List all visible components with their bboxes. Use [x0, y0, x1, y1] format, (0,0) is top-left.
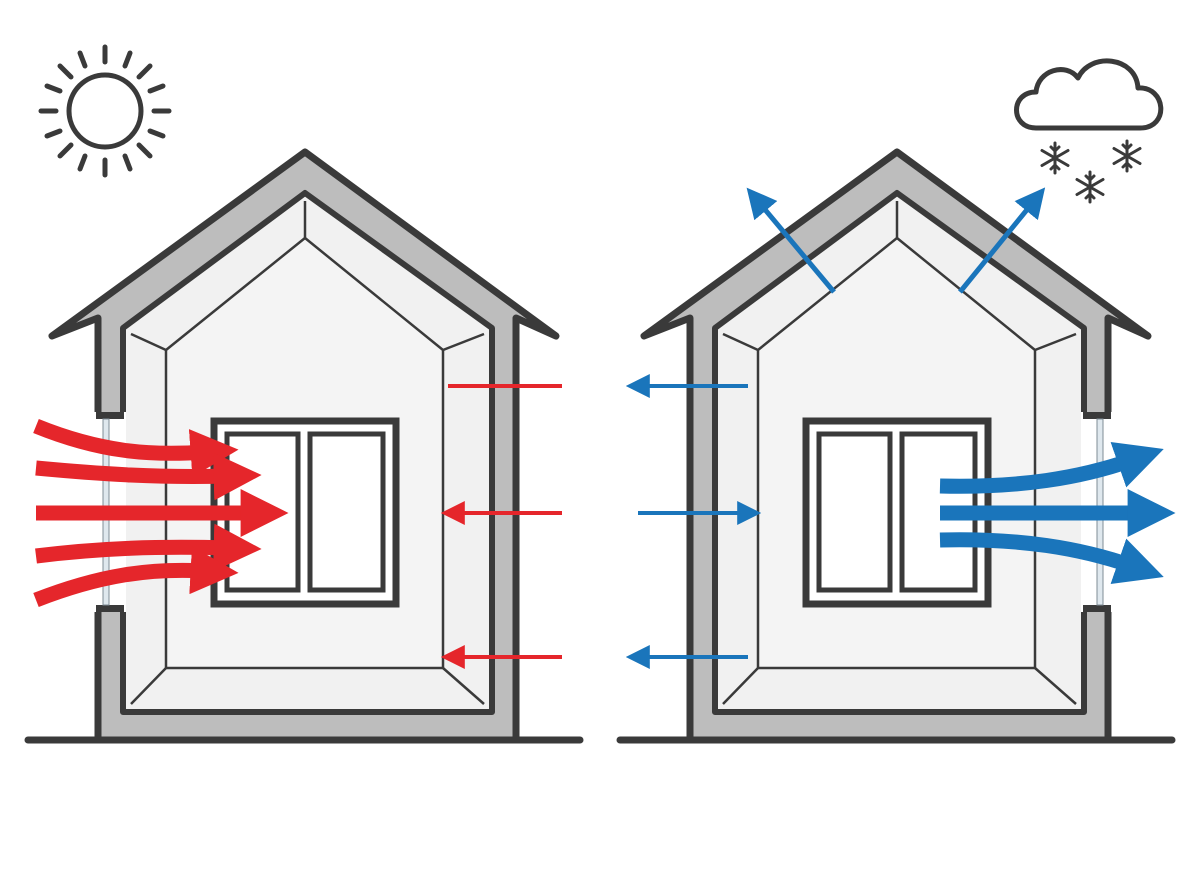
roof-arrow-right: [958, 187, 1046, 294]
roof-arrow-left: [746, 187, 836, 294]
loss-arrow-3: [939, 532, 1164, 584]
house-right: [620, 152, 1172, 740]
heat-arrow-5: [33, 546, 239, 607]
loss-arrow-1: [939, 442, 1164, 494]
heat-arrow-1: [33, 419, 239, 477]
heat-gain-arrows: [33, 419, 289, 607]
heat-arrow-4: [35, 523, 262, 572]
heat-arrows-wall: [440, 384, 562, 669]
roof-heat-loss-arrows: [746, 187, 1046, 294]
snowflake-icon: [1040, 139, 1142, 204]
heat-loss-arrows: [939, 442, 1176, 584]
cloud-snow-icon: [1014, 58, 1164, 204]
heat-arrow-2: [35, 452, 262, 501]
sun-icon: [38, 44, 172, 178]
cold-arrows-wall: [625, 374, 762, 669]
